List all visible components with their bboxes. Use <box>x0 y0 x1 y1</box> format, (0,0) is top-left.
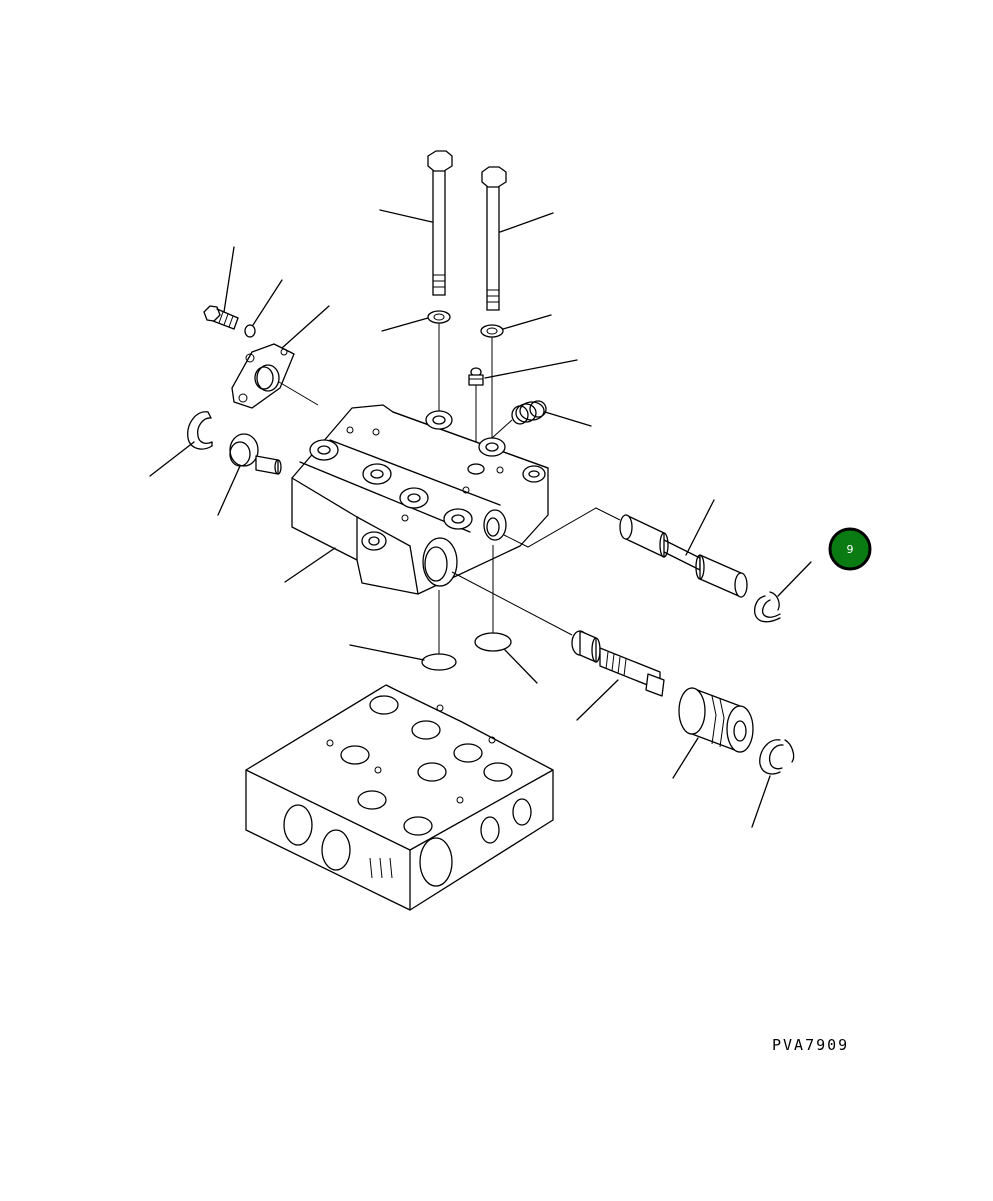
leader-line <box>379 209 433 223</box>
o-ring-right[interactable] <box>474 632 512 652</box>
assembly-line <box>503 507 621 548</box>
long-bolt-right[interactable] <box>481 166 507 311</box>
leader-line <box>349 644 425 661</box>
leader-line <box>504 649 538 684</box>
cover-plate[interactable] <box>231 343 295 409</box>
snap-ring-right[interactable] <box>754 591 781 623</box>
assembly-line <box>491 419 513 439</box>
sleeve[interactable] <box>678 687 754 753</box>
lower-valve-body[interactable] <box>245 684 554 911</box>
assembly-line <box>451 571 573 636</box>
washer-right[interactable] <box>480 324 504 338</box>
leader-line <box>223 246 235 313</box>
leader-line <box>281 305 330 349</box>
leader-line <box>284 547 336 583</box>
valve-stem[interactable] <box>571 630 665 697</box>
leader-line <box>502 314 552 330</box>
leader-line <box>252 279 283 326</box>
washer-left[interactable] <box>427 310 451 324</box>
leader-line <box>672 737 699 779</box>
leader-line <box>544 411 592 427</box>
leader-line <box>381 317 429 332</box>
spool[interactable] <box>619 514 748 598</box>
valve-body[interactable] <box>291 404 549 595</box>
snap-ring-lower[interactable] <box>759 739 795 775</box>
leader-line <box>149 441 195 477</box>
assembly-line <box>278 381 319 406</box>
long-bolt-left[interactable] <box>427 150 453 296</box>
o-ring-left[interactable] <box>421 653 457 671</box>
small-bolt[interactable] <box>203 305 239 330</box>
small-washer[interactable] <box>244 324 256 338</box>
callout-badge-9[interactable]: 9 <box>828 527 872 571</box>
snap-ring-left[interactable] <box>187 411 213 450</box>
leader-line <box>685 499 715 556</box>
leader-line <box>777 561 812 597</box>
leader-line <box>217 465 241 516</box>
drawing-id: PVA7909 <box>772 1036 849 1054</box>
leader-line <box>576 679 619 721</box>
callout-label: 9 <box>847 543 854 556</box>
spring[interactable] <box>511 400 547 425</box>
leader-line <box>484 359 578 379</box>
piston-plug[interactable] <box>229 433 282 475</box>
leader-line <box>751 775 771 828</box>
callout-circle <box>828 527 872 571</box>
leader-line <box>499 212 554 233</box>
